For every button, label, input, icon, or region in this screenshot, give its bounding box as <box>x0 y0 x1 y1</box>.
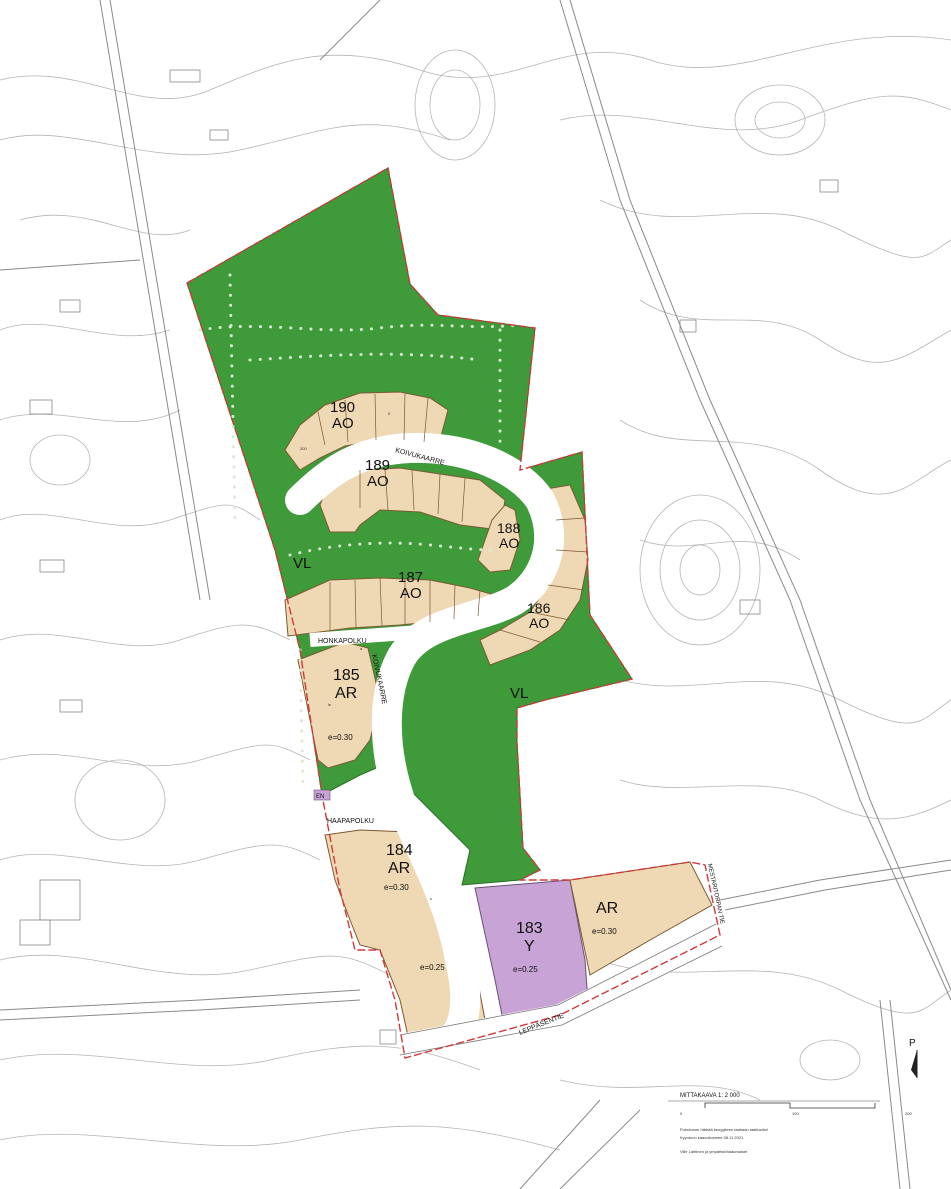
block-185-label: 185 AR e=0.30 <box>328 667 360 742</box>
misc-label-2: s <box>430 896 432 901</box>
legend-line-1: Puhutunne härkää keuygiteen taahaan taat… <box>680 1127 768 1132</box>
block-ar-east-area <box>569 861 713 976</box>
street-haapapolku <box>321 809 411 826</box>
block-189-label: 189 AO <box>365 457 390 490</box>
block-184-number: 184 <box>386 842 413 859</box>
street-leppasentie-edge2 <box>399 923 717 1036</box>
block-184-efficiency-low: e=0.25 <box>420 963 445 972</box>
block-183-efficiency: e=0.25 <box>513 965 538 974</box>
base-map-buildings <box>19 69 839 1045</box>
north-arrow-label: P <box>909 1038 916 1049</box>
legend-line-3: Ville Lahtinen ja ympäristöhaaumaiset <box>680 1149 748 1154</box>
block-190-number: 190 <box>330 399 355 416</box>
block-190-use: AO <box>332 415 354 432</box>
plan-area <box>186 166 725 1059</box>
lot-lines <box>317 392 589 643</box>
lot-area-label: 200 <box>300 446 307 451</box>
block-183-number: 183 <box>516 920 543 937</box>
street-honkapolku <box>309 625 421 647</box>
base-map-lines <box>0 36 951 1151</box>
block-ar-east-use: AR <box>596 900 618 917</box>
plan-boundary <box>186 166 721 1059</box>
block-183-label: 183 Y e=0.25 <box>513 920 543 974</box>
misc-label-1: le <box>328 702 332 707</box>
block-190-label: 190 AO 200 II <box>300 399 390 451</box>
block-186-number: 186 <box>527 600 551 616</box>
legend-line-2: Kyyntunn kaavoitosmee 08.11.2021 <box>680 1135 744 1140</box>
block-188-use: AO <box>499 535 519 551</box>
block-185-use: AR <box>335 685 357 702</box>
park-label-east: VL <box>510 685 528 702</box>
block-186-label: 186 AO <box>527 600 551 631</box>
north-arrow-icon: P <box>909 1038 918 1078</box>
street-label-mestaritie: MESTARITORPAN TIE <box>706 863 725 924</box>
legend-scale-title: MITTAKAAVA 1: 2 000 <box>680 1093 740 1099</box>
misc-label-3: a <box>360 646 363 651</box>
block-188-area <box>477 504 521 573</box>
block-189-use: AO <box>367 473 389 490</box>
en-label: EN <box>316 794 324 800</box>
block-184-label: 184 AR e=0.30 e=0.25 <box>384 842 445 972</box>
scale-tick-0: 0 <box>680 1111 683 1116</box>
block-186-use: AO <box>529 615 549 631</box>
block-187-label: 187 AO <box>398 569 423 602</box>
block-185-efficiency: e=0.30 <box>328 733 353 742</box>
block-184-efficiency: e=0.30 <box>384 883 409 892</box>
street-koivukaarre <box>285 432 565 1055</box>
street-label-haapapolku: HAAPAPOLKU <box>327 818 374 825</box>
street-leppasentie-edge <box>399 945 723 1056</box>
block-188-label: 188 AO <box>497 520 521 551</box>
block-184-use: AR <box>388 860 410 877</box>
block-185-number: 185 <box>333 667 360 684</box>
block-188-number: 188 <box>497 520 521 536</box>
park-label-west: VL <box>293 555 311 572</box>
block-ar-east-efficiency: e=0.30 <box>592 927 617 936</box>
block-183-use: Y <box>524 938 535 955</box>
scale-bar <box>704 1102 876 1109</box>
street-label-honkapolku: HONKAPOLKU <box>318 638 367 645</box>
en-area <box>313 789 331 801</box>
block-190-area <box>284 391 449 471</box>
block-185-area <box>297 641 381 769</box>
block-ar-east-label: AR e=0.30 <box>592 900 618 936</box>
block-189-number: 189 <box>365 457 390 474</box>
scale-tick-200: 200 <box>905 1111 912 1116</box>
legend-block: MITTAKAAVA 1: 2 000 0 100 200 Puhutunne … <box>668 1093 912 1154</box>
block-187-use: AO <box>400 585 422 602</box>
scale-tick-100: 100 <box>792 1111 799 1116</box>
tree-rows <box>198 273 522 792</box>
floor-count-label: II <box>388 411 390 416</box>
block-187-number: 187 <box>398 569 423 586</box>
